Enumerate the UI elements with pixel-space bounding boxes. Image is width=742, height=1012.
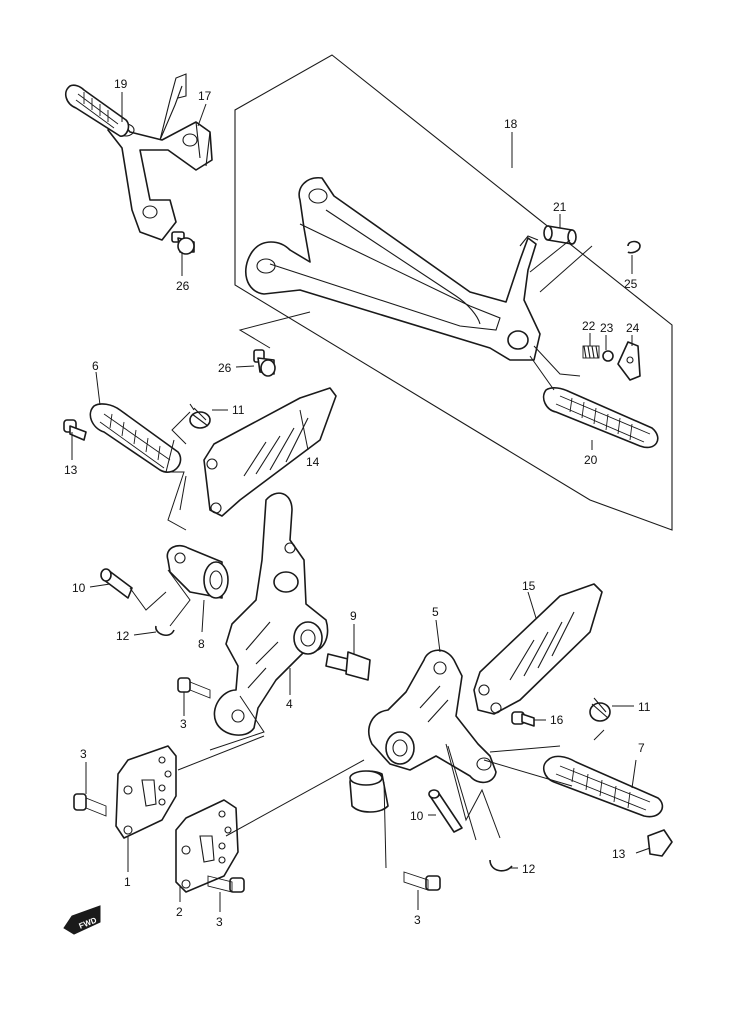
callout-11-left: 11 [232,403,245,417]
callout-labels: 19 17 18 21 26 25 22 23 24 26 6 11 13 14… [64,77,651,929]
bolt-9 [325,651,371,681]
spring-11-left [189,403,211,429]
callout-13-right: 13 [612,847,626,861]
callout-3-b: 3 [80,747,87,761]
callout-1: 1 [124,875,131,889]
callout-3-d: 3 [414,913,421,927]
fwd-arrow-icon: FWD [63,905,101,935]
heel-guard-14 [203,387,337,517]
callout-15: 15 [522,579,536,593]
callout-25: 25 [624,277,638,291]
plate-24 [617,341,641,381]
callout-23: 23 [600,321,614,335]
callout-12-right: 12 [522,862,536,876]
callout-11-right: 11 [638,700,651,714]
callout-4: 4 [286,697,293,711]
callout-18: 18 [504,117,518,131]
bolt-3-a [177,677,211,699]
callout-10-right: 10 [410,809,424,823]
callout-21: 21 [553,200,567,214]
callout-26-top: 26 [176,279,190,293]
callout-13-left: 13 [64,463,78,477]
callout-24: 24 [626,321,640,335]
plate-2 [175,799,239,893]
collar [349,770,389,813]
callout-2: 2 [176,905,183,919]
ball-23 [602,350,614,362]
callout-22: 22 [582,319,596,333]
bolt-3-b [73,793,107,817]
pin-10-right [428,789,463,833]
heel-guard-15 [473,583,603,715]
callout-20: 20 [584,453,598,467]
rear-bracket-assembly-top [64,73,213,255]
callout-17: 17 [198,89,212,103]
footpeg-20 [542,387,659,449]
clip-12-left [155,625,175,637]
callout-7: 7 [638,741,645,755]
clip-12-right [489,859,513,872]
bolt-13-left [63,419,87,441]
bracket-4 [213,492,329,736]
callout-5: 5 [432,605,439,619]
callout-19: 19 [114,77,128,91]
spring-22 [582,345,600,359]
clip-25 [627,240,641,254]
pin-21 [543,225,577,245]
callout-9: 9 [350,609,357,623]
pin-10-left [100,568,133,599]
footpeg-6 [89,403,182,473]
callout-8: 8 [198,637,205,651]
callout-6: 6 [92,359,99,373]
callout-26-mid: 26 [218,361,232,375]
rear-bracket-18 [244,177,541,361]
bolt-13-right [647,829,673,857]
callout-16: 16 [550,713,564,727]
callout-10-left: 10 [72,581,86,595]
callout-12-left: 12 [116,629,130,643]
leader-lines [71,92,651,912]
assembly-frame-18 [234,54,673,531]
plate-1 [115,745,177,839]
bolt-3-c [207,875,245,893]
bolt-26 [253,349,276,377]
bolt-16 [511,711,535,727]
footpeg-7 [542,755,664,818]
callout-3-c: 3 [216,915,223,929]
bolt-3-d [403,871,441,891]
pivot-8 [166,544,229,599]
callout-3-a: 3 [180,717,187,731]
spring-11-right [589,697,611,722]
callout-14: 14 [306,455,320,469]
bracket-5 [368,649,497,784]
